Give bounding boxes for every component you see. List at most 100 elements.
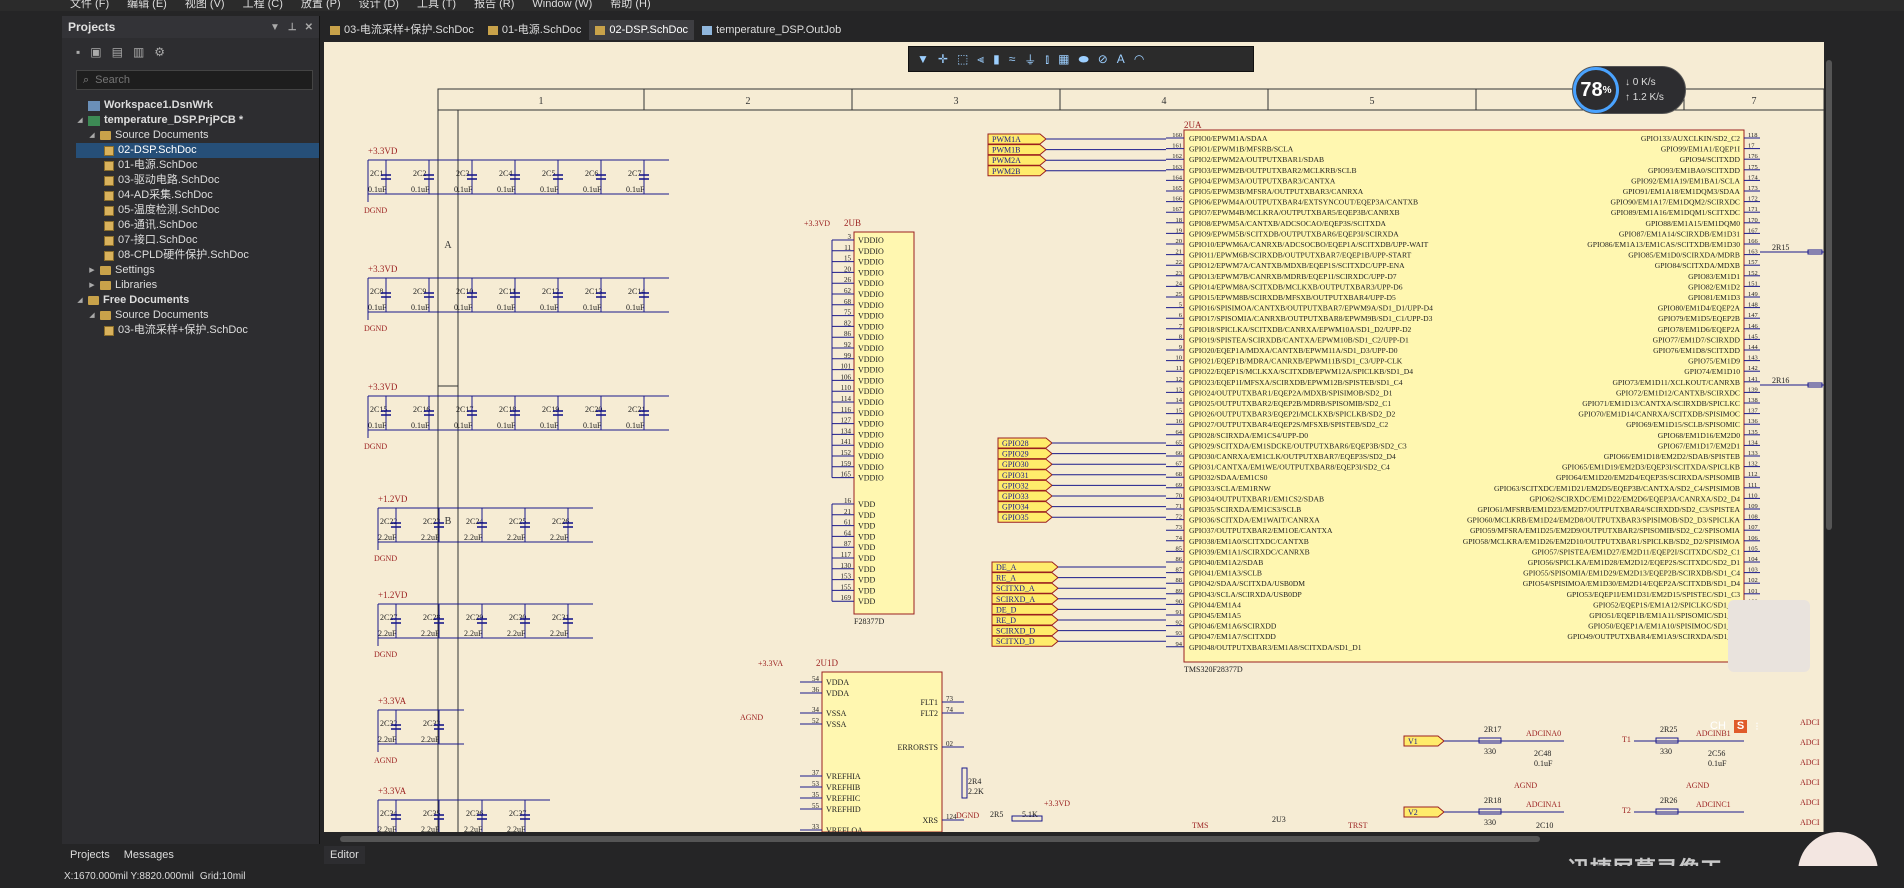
tree-free-source-documents[interactable]: ◢Source Documents (89, 309, 209, 321)
search-box[interactable]: ⌕ (76, 70, 313, 90)
horizontal-scrollbar[interactable] (340, 836, 1540, 842)
menu-design[interactable]: 设计 (D) (358, 0, 399, 10)
pin-name: GPIO65/EM1D19/EM2D3/EQEP3I/SCITXDA/SPICL… (1562, 463, 1740, 472)
close-project-icon[interactable]: ▥ (132, 45, 145, 59)
component-designator: 2U1D (816, 658, 838, 668)
capacitor-value: 2.2uF (421, 735, 440, 744)
pin-number: 9 (1179, 344, 1182, 351)
input-port: V1 (1408, 737, 1418, 746)
expand-icon[interactable]: ◢ (77, 297, 83, 304)
menu-file[interactable]: 文件 (F) (70, 0, 110, 10)
open-folder-icon[interactable]: ▤ (111, 45, 123, 59)
align-icon[interactable]: ⫷ (977, 51, 985, 66)
tab-doc-dsp[interactable]: 02-DSP.SchDoc (589, 20, 695, 40)
expand-icon[interactable]: ◢ (89, 132, 95, 139)
expand-icon[interactable]: ◢ (77, 117, 83, 124)
ime-settings-icon[interactable]: ⁝ (1755, 721, 1759, 733)
tab-doc-outjob[interactable]: temperature_DSP.OutJob (696, 20, 847, 40)
tab-messages[interactable]: Messages (123, 849, 174, 861)
tree-doc-cpld[interactable]: 08-CPLD硬件保护.SchDoc (76, 248, 319, 263)
power-net-label: +3.3VD (368, 146, 398, 156)
capacitor-ref: 2C23 (423, 517, 440, 526)
resistor-ref: 2R5 (990, 810, 1003, 819)
capacitor-value: 0.1uF (368, 421, 387, 430)
schematic-canvas[interactable]: 1234567AB +3.3VD2C10.1uF2C20.1uF2C30.1uF… (324, 42, 1824, 832)
network-monitor-widget[interactable]: 78% ↓ 0 K/s ↑ 1.2 K/s (1572, 66, 1686, 114)
tree-workspace[interactable]: Workspace1.DsnWrk (76, 98, 319, 113)
workspace-icon (88, 100, 100, 111)
port-shape (1403, 806, 1445, 818)
tab-doc-power[interactable]: 01-电源.SchDoc (482, 20, 587, 40)
pin-icon[interactable]: ⊥ (287, 21, 297, 33)
menu-window[interactable]: Window (W) (532, 0, 593, 10)
power-port-icon[interactable]: ⏚ (1024, 52, 1037, 67)
pin-name: GPIO39/EM1A1/SCIRXDC/CANRXB (1189, 547, 1310, 556)
vertical-scrollbar[interactable] (1826, 60, 1832, 530)
search-input[interactable] (95, 74, 296, 86)
editor-tab[interactable]: Editor (324, 846, 365, 864)
tree-project[interactable]: ◢temperature_DSP.PrjPCB * (77, 114, 244, 126)
pin-name: GPIO66/EM1D18/EM2D2/SDAB/SPISTEB (1604, 452, 1740, 461)
pin-name: VREFHIC (826, 794, 860, 803)
menu-project[interactable]: 工程 (C) (242, 0, 283, 10)
wire-icon[interactable]: ≈ (1008, 52, 1016, 66)
harness-icon[interactable]: ▦ (1058, 52, 1070, 66)
move-icon[interactable]: ✛ (937, 52, 948, 66)
tree-doc-interface[interactable]: 07-接口.SchDoc (76, 233, 319, 248)
tree-doc-ad[interactable]: 04-AD采集.SchDoc (76, 188, 319, 203)
tab-doc-current-protect[interactable]: 03-电流采样+保护.SchDoc (324, 20, 480, 40)
net-label: TMS (1192, 821, 1208, 830)
tree-libraries[interactable]: ▶Libraries (89, 279, 158, 291)
tree-source-documents[interactable]: ◢Source Documents (89, 129, 209, 141)
tree-free-documents[interactable]: ◢Free Documents (77, 294, 190, 306)
capacitor-ref: 2C14 (628, 287, 645, 296)
pin-name: GPIO73/EM1D11/XCLKOUT/CANRXB (1612, 378, 1740, 387)
tree-settings[interactable]: ▶Settings (89, 264, 155, 276)
collapse-icon[interactable]: ▶ (89, 267, 95, 274)
part-icon[interactable]: ▮ (993, 52, 1000, 66)
pin-name: GPIO48/OUTPUTXBAR3/EM1A8/SCITXDA/SD1_D1 (1189, 643, 1362, 652)
close-icon[interactable]: ✕ (304, 21, 313, 33)
text-icon[interactable]: A (1116, 52, 1125, 66)
gear-icon[interactable]: ⚙ (154, 45, 166, 59)
menu-place[interactable]: 放置 (P) (300, 0, 341, 10)
copy-icon[interactable]: ▣ (90, 45, 102, 59)
pin-name: GPIO33/SCLA/EM1RNW (1189, 484, 1272, 493)
arc-icon[interactable]: ◠ (1133, 52, 1145, 66)
resistor-ref: 2R15 (1772, 243, 1789, 252)
tree-free-doc[interactable]: 03-电流采样+保护.SchDoc (76, 323, 319, 338)
collapse-icon[interactable]: ▶ (89, 282, 95, 289)
pin-name: GPIO35/SCIRXDA/EM1CS3/SCLB (1189, 505, 1301, 514)
pin-name: GPIO63/SCITXDC/EM1D21/EM2D5/EQEP3B/CANTX… (1494, 484, 1740, 493)
tree-doc-power[interactable]: 01-电源.SchDoc (76, 158, 319, 173)
pin-number: 87 (1176, 567, 1183, 574)
tree-doc-dsp[interactable]: 02-DSP.SchDoc (76, 143, 319, 158)
zone-column-label: 7 (1752, 96, 1757, 107)
save-icon[interactable]: ▪ (76, 45, 81, 59)
adc-net-label: ADCINB1 (1696, 729, 1731, 738)
pin-number: 16 (844, 497, 852, 505)
port-icon[interactable]: ⬬ (1078, 51, 1089, 66)
pin-name: GPIO22/EQEP1S/MCLKXA/SCITXDB/EPWM12A/SPI… (1189, 367, 1413, 376)
tree-doc-temp[interactable]: 05-温度检测.SchDoc (76, 203, 319, 218)
expand-icon[interactable]: ◢ (89, 312, 95, 319)
tree-doc-comm[interactable]: 06-通讯.SchDoc (76, 218, 319, 233)
pin-name: VDD (858, 500, 876, 509)
bus-icon[interactable]: ⫾ (1045, 51, 1050, 66)
select-icon[interactable]: ⬚ (956, 52, 969, 66)
capacitor-ref: 2C12 (542, 287, 559, 296)
pin-number: 64 (1176, 429, 1183, 436)
tree-doc-drive[interactable]: 03-驱动电路.SchDoc (76, 173, 319, 188)
menu-reports[interactable]: 报告 (R) (474, 0, 515, 10)
pin-number: 90 (1176, 598, 1183, 605)
menu-view[interactable]: 视图 (V) (184, 0, 225, 10)
menu-edit[interactable]: 编辑 (E) (127, 0, 167, 10)
capacitor-value: 0.1uF (626, 185, 645, 194)
dropdown-icon[interactable]: ▼ (269, 21, 280, 33)
tab-projects[interactable]: Projects (70, 849, 110, 861)
filter-icon[interactable]: ▼ (917, 52, 929, 66)
menu-tools[interactable]: 工具 (T) (416, 0, 457, 10)
no-erc-icon[interactable]: ⊘ (1097, 52, 1108, 66)
menu-help[interactable]: 帮助 (H) (610, 0, 651, 10)
input-method-indicator[interactable]: CH S ⁝ (1710, 720, 1759, 733)
